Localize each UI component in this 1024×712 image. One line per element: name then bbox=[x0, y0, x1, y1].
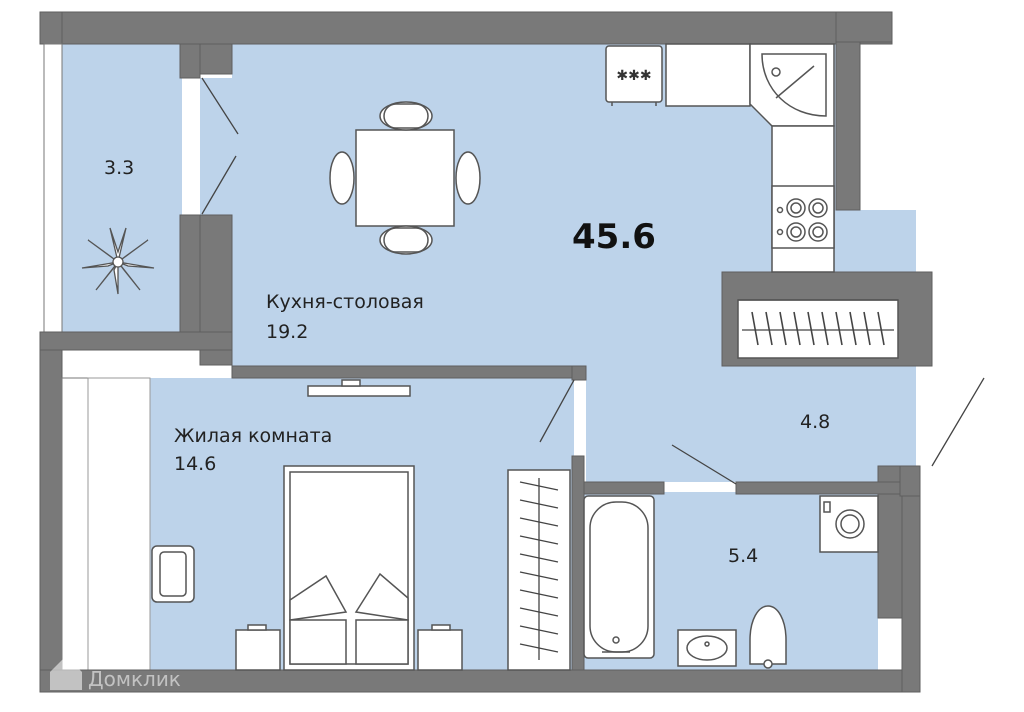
wall-bath-top bbox=[583, 481, 665, 495]
hall-area: 4.8 bbox=[800, 411, 830, 433]
balcony-door-upper bbox=[201, 77, 239, 135]
wall-top bbox=[39, 11, 893, 45]
wall-balcony-top2 bbox=[199, 43, 233, 75]
wall-living-kitchen-end bbox=[571, 365, 587, 381]
hall-floor-right bbox=[836, 210, 916, 280]
bathroom-area: 5.4 bbox=[728, 545, 758, 567]
chair-right bbox=[455, 151, 481, 205]
wall-living-kitchen bbox=[231, 365, 579, 379]
wall-top-right bbox=[835, 11, 893, 43]
dining-table bbox=[329, 101, 481, 255]
wall-balcony-bottom bbox=[39, 331, 233, 351]
total-area: 45.6 bbox=[572, 217, 656, 257]
wall-left-lower bbox=[39, 331, 63, 693]
living-door bbox=[539, 379, 575, 443]
plant-icon bbox=[81, 227, 155, 295]
chair-left bbox=[329, 151, 355, 205]
nightstand-left bbox=[235, 629, 281, 671]
counter-top bbox=[665, 43, 751, 107]
balcony-area: 3.3 bbox=[104, 157, 134, 179]
hall-floor-upper bbox=[836, 366, 916, 386]
living-area: 14.6 bbox=[174, 453, 216, 475]
balcony-door-lower bbox=[201, 155, 237, 215]
bathroom-fixtures bbox=[583, 495, 879, 669]
balcony-window bbox=[43, 43, 63, 333]
kitchen-label: Кухня-столовая bbox=[266, 291, 424, 313]
home-logo-icon bbox=[50, 656, 82, 690]
wall-bath-right bbox=[899, 465, 921, 497]
living-window-sill bbox=[87, 377, 151, 671]
wardrobe bbox=[737, 299, 899, 359]
toilet bbox=[749, 605, 787, 665]
boiler bbox=[605, 45, 663, 103]
wall-left-upper bbox=[39, 11, 63, 45]
living-label: Жилая комната bbox=[174, 425, 332, 447]
doors bbox=[201, 77, 985, 485]
wall-hall-right-outer bbox=[901, 465, 921, 693]
watermark: Домклик bbox=[50, 656, 181, 691]
kitchen-area: 19.2 bbox=[266, 321, 308, 343]
wall-bath-top-left bbox=[571, 455, 585, 671]
living-window bbox=[61, 377, 89, 671]
pillow-left bbox=[289, 574, 348, 621]
boiler-stars-icon: ✱✱✱ bbox=[616, 68, 651, 84]
pillow-right bbox=[354, 572, 409, 621]
tv bbox=[307, 385, 411, 397]
watermark-text: Домклик bbox=[88, 667, 181, 691]
bathroom-door bbox=[671, 444, 737, 485]
wall-balcony-lower bbox=[179, 214, 201, 333]
kitchen-fixtures bbox=[605, 43, 835, 273]
wall-balcony-top bbox=[179, 43, 201, 79]
balcony-floor bbox=[62, 44, 182, 332]
kitchen-floor-left bbox=[200, 78, 240, 218]
wall-kitchen-right bbox=[835, 41, 861, 211]
entrance-door bbox=[931, 377, 985, 467]
wall-bath-top-right bbox=[735, 481, 903, 495]
nightstand-right bbox=[417, 629, 463, 671]
living-fixtures bbox=[151, 379, 571, 671]
